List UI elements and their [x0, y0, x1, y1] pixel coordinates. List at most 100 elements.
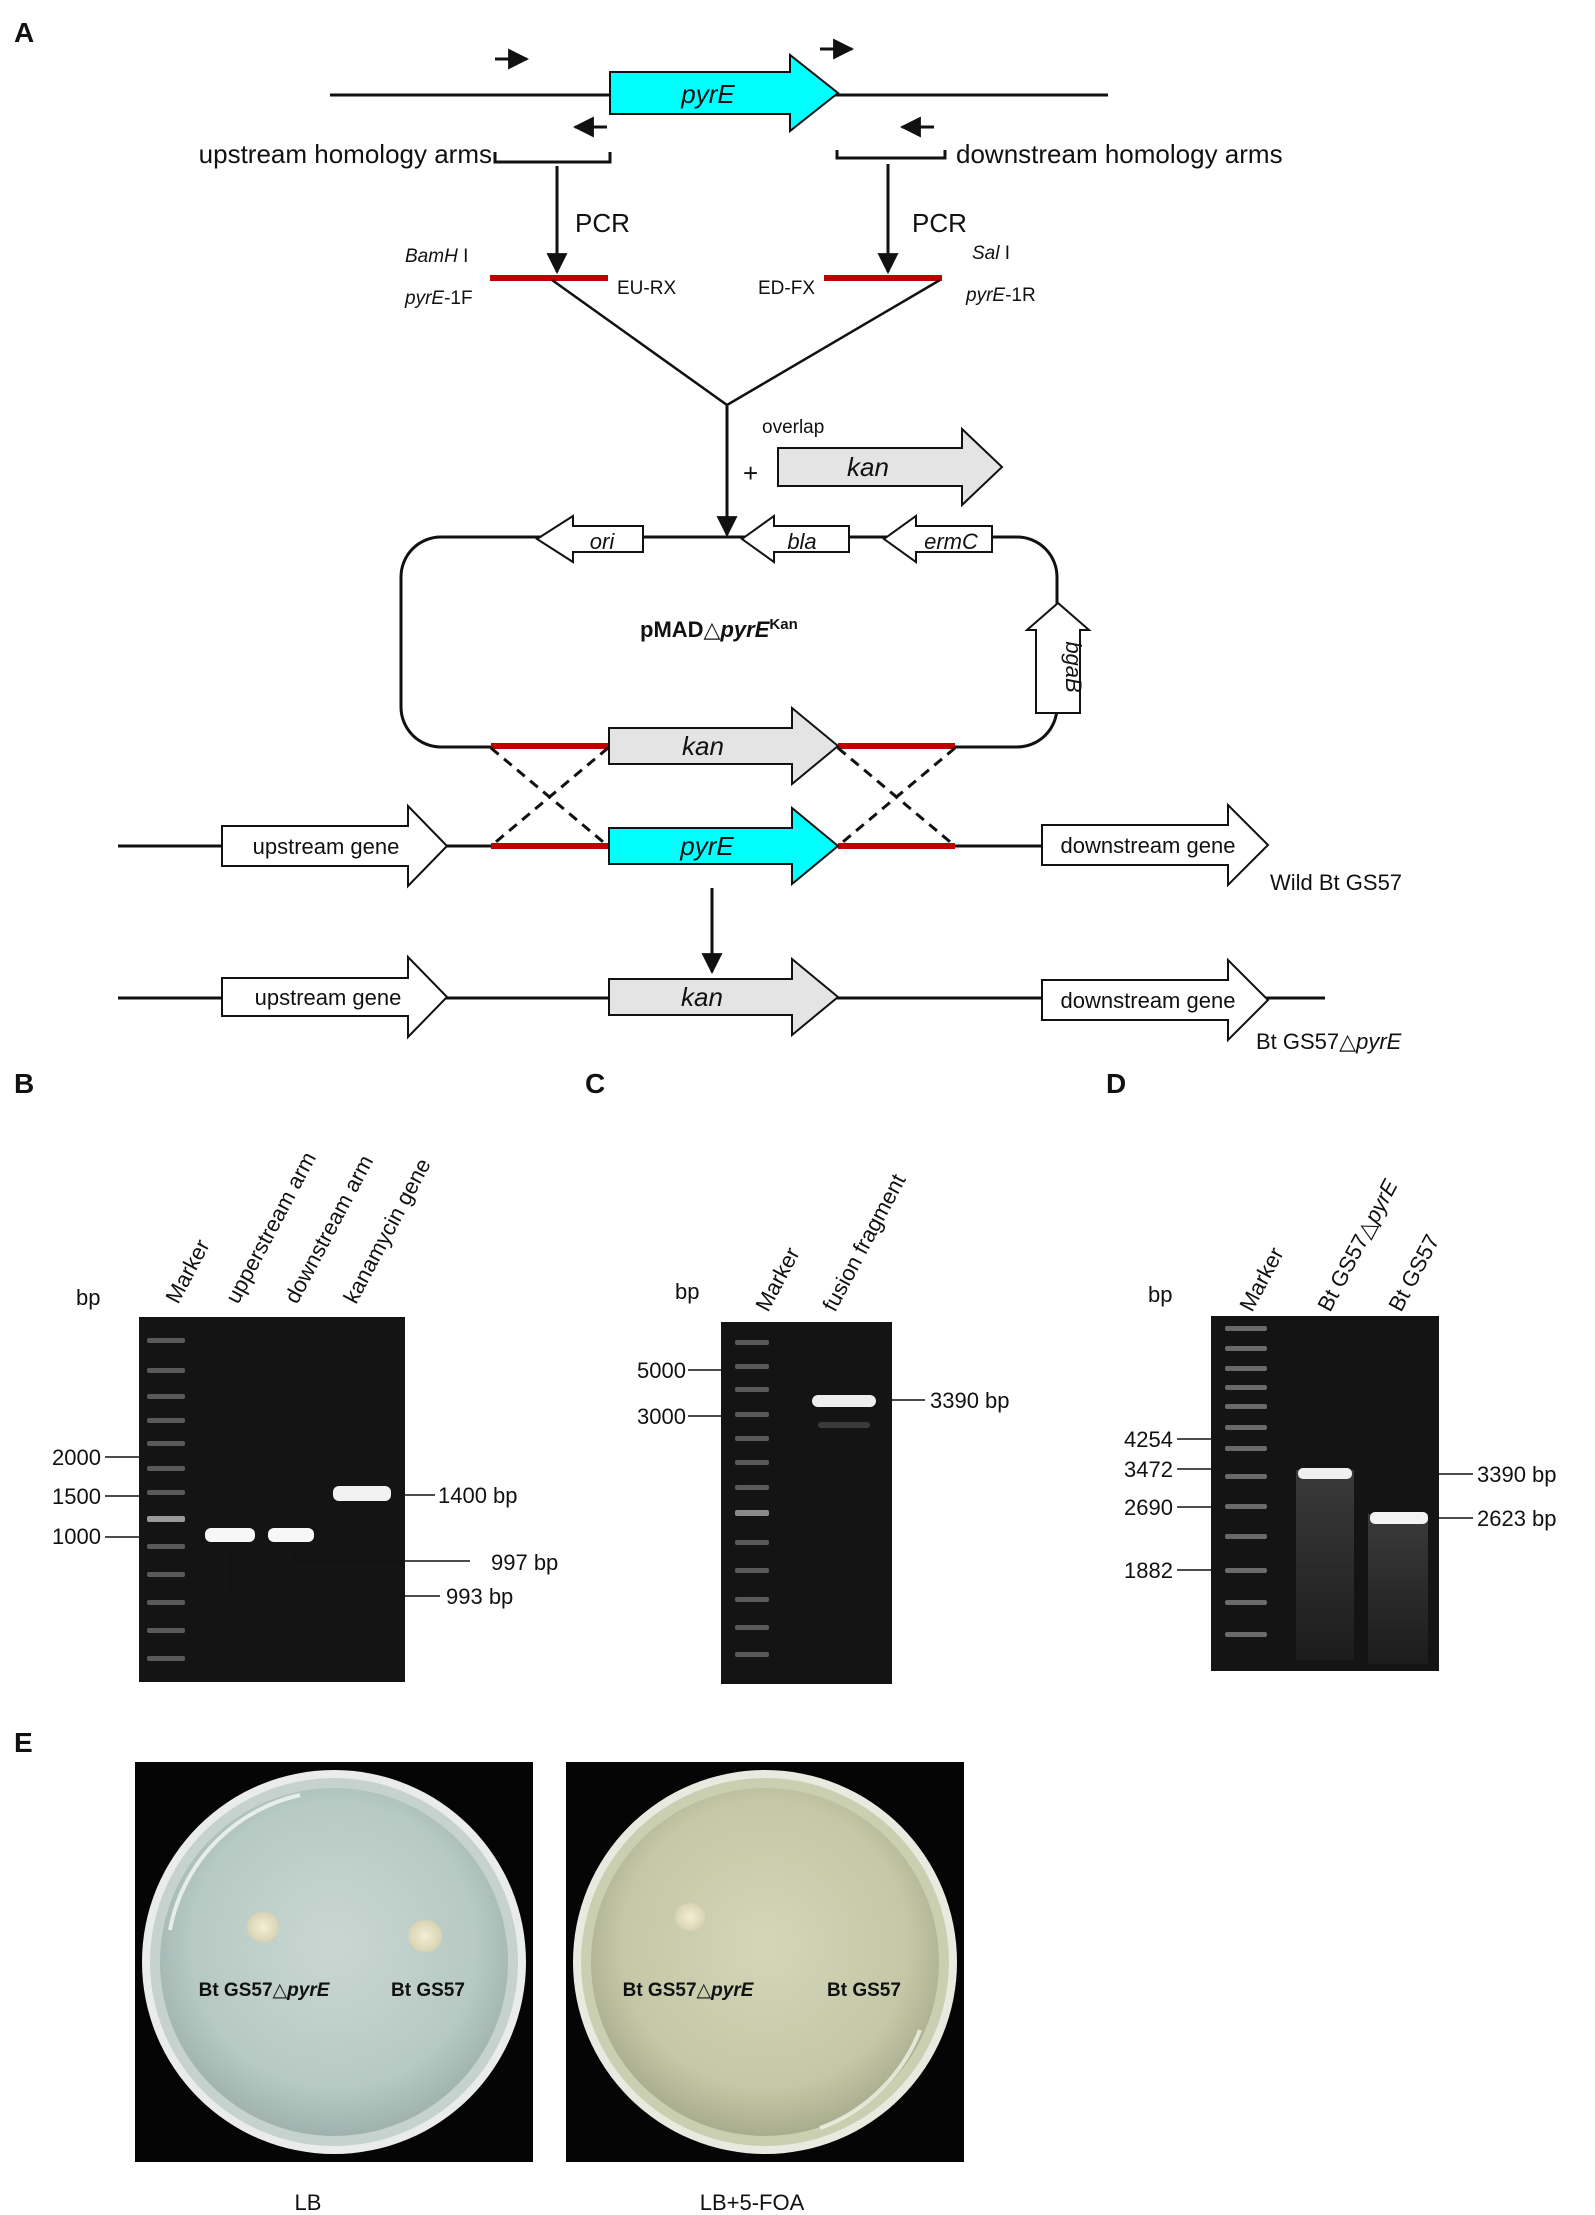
pyre-1r-label: pyrE-1R [965, 285, 1036, 306]
panel-c-lane-marker: Marker [750, 1243, 804, 1315]
panel-c-label: C [585, 1068, 605, 1099]
panel-d-band-2623-label: 2623 bp [1477, 1506, 1557, 1531]
panel-b-ladder [147, 1338, 185, 1661]
mutant-kan-label: kan [681, 982, 723, 1012]
panel-c-ladder [735, 1340, 769, 1657]
plate-lb-wt-label: Bt GS57 [391, 1980, 465, 2001]
ermc-arrow [882, 514, 993, 564]
plate-lb-highlight [168, 1793, 301, 1931]
eu-rx-label: EU-RX [617, 278, 676, 299]
overlap-label: overlap [762, 417, 824, 438]
wild-upstream-gene-arrow [221, 803, 449, 889]
panel-b-band-upstream [205, 1528, 255, 1542]
panel-d-band-mutant [1298, 1468, 1352, 1479]
panel-d-lane-wt: Bt GS57 [1383, 1230, 1444, 1315]
panel-b-ladder-2000: 2000 [52, 1445, 101, 1470]
plate-lb-agar [160, 1788, 508, 2136]
downstream-arms-label: downstream homology arms [956, 139, 1283, 169]
kan-cassette-arrow [777, 426, 1004, 508]
panel-b-bp: bp [76, 1285, 100, 1310]
mutant-downstream-gene-label: downstream gene [1061, 988, 1236, 1013]
plate-lb-colony-mutant [247, 1912, 279, 1942]
panel-d-bp: bp [1148, 1282, 1172, 1307]
pcr-left-label: PCR [575, 208, 630, 238]
panel-b-ladder-1500: 1500 [52, 1484, 101, 1509]
wild-pyre-label: pyrE [679, 831, 734, 861]
panel-d-ladder-2690: 2690 [1124, 1495, 1173, 1520]
panel-b-band-1400-label: 1400 bp [438, 1483, 518, 1508]
panel-d-ladder-3472: 3472 [1124, 1457, 1173, 1482]
panel-b-band-kanamycin [333, 1486, 391, 1501]
panel-c-band-faint [818, 1422, 870, 1428]
panel-c-ladder-5000: 5000 [637, 1358, 686, 1383]
plate-foa-agar [591, 1788, 939, 2136]
panel-b-band-997-label: 997 bp [491, 1550, 558, 1575]
bamhi-site-label: BamH I [405, 246, 468, 267]
panel-b-ladder-1000: 1000 [52, 1524, 101, 1549]
plasmid-name: pMAD△pyrEKan [640, 616, 798, 643]
top-pyre-label: pyrE [680, 79, 735, 109]
wild-downstream-gene-label: downstream gene [1061, 833, 1236, 858]
bla-arrow [740, 514, 850, 564]
panel-d-smear-wt [1368, 1514, 1428, 1664]
wild-downstream-gene-arrow [1041, 802, 1270, 888]
panel-c-band-3390-label: 3390 bp [930, 1388, 1010, 1413]
plate-foa-colony-mutant [675, 1903, 705, 1931]
panel-d-band-wt [1370, 1512, 1428, 1524]
bgab-label: bgaB [1061, 641, 1086, 692]
plate-lb-caption: LB [295, 2190, 322, 2215]
overlap-merge-lines [551, 278, 941, 407]
plate-foa-mutant-label: Bt GS57△pyrE [623, 1980, 755, 2001]
wild-upstream-gene-label: upstream gene [253, 834, 400, 859]
panel-b-pointer-997 [293, 1545, 470, 1562]
downstream-arm-bracket [835, 150, 947, 160]
sali-site-label: Sal I [972, 243, 1010, 264]
top-pyre-arrow [609, 52, 840, 134]
bla-label: bla [787, 529, 816, 554]
crossover-left-2 [490, 746, 609, 848]
panel-d-label: D [1106, 1068, 1126, 1099]
pcr-right-label: PCR [912, 208, 967, 238]
panel-c-ladder-3000: 3000 [637, 1404, 686, 1429]
panel-c-band-fusion [812, 1395, 876, 1407]
plate-foa-caption: LB+5-FOA [700, 2190, 805, 2215]
mutant-upstream-gene-label: upstream gene [255, 985, 402, 1010]
panel-d-ladder-4254: 4254 [1124, 1427, 1173, 1452]
mutant-kan-arrow [608, 956, 840, 1038]
plus-sign: + [743, 458, 758, 488]
panel-b-label: B [14, 1068, 34, 1099]
upstream-arms-label: upstream homology arms [199, 139, 492, 169]
plasmid-backbone [399, 535, 1059, 749]
ed-fx-label: ED-FX [758, 278, 815, 299]
bgab-arrow [1024, 601, 1092, 714]
mutant-downstream-gene-arrow [1041, 957, 1270, 1043]
upstream-arm-bracket [493, 152, 612, 164]
panel-b-lane-marker: Marker [160, 1235, 214, 1307]
panel-b-band-993-label: 993 bp [446, 1584, 513, 1609]
mutant-strain-label: Bt GS57△pyrE [1256, 1029, 1402, 1054]
kan-cassette-label: kan [847, 452, 889, 482]
plate-lb-mutant-label: Bt GS57△pyrE [199, 1980, 331, 2001]
panel-b-band-downstream [268, 1528, 314, 1542]
ori-label: ori [590, 529, 616, 554]
panel-d-smear-mutant [1296, 1470, 1354, 1660]
pyre-1f-label: pyrE-1F [404, 288, 473, 309]
panel-c-lane-fusion: fusion fragment [817, 1170, 910, 1316]
panel-e-label: E [14, 1727, 33, 1758]
panel-b-pointer-993 [229, 1545, 440, 1597]
plasmid-kan-arrow [608, 705, 840, 787]
plasmid-kan-label: kan [682, 731, 724, 761]
panel-d-ladder [1225, 1326, 1267, 1637]
panel-d-ladder-1882: 1882 [1124, 1558, 1173, 1583]
mutant-upstream-gene-arrow [221, 954, 449, 1040]
ori-arrow [535, 514, 644, 564]
ermc-label: ermC [924, 529, 978, 554]
panel-a-label: A [14, 17, 34, 48]
wild-pyre-arrow [608, 805, 840, 887]
wild-strain-label: Wild Bt GS57 [1270, 870, 1402, 895]
panel-d-lane-marker: Marker [1234, 1243, 1288, 1315]
panel-c-gel [721, 1322, 892, 1684]
panel-d-band-3390-label: 3390 bp [1477, 1462, 1557, 1487]
crossover-right-2 [837, 746, 956, 848]
